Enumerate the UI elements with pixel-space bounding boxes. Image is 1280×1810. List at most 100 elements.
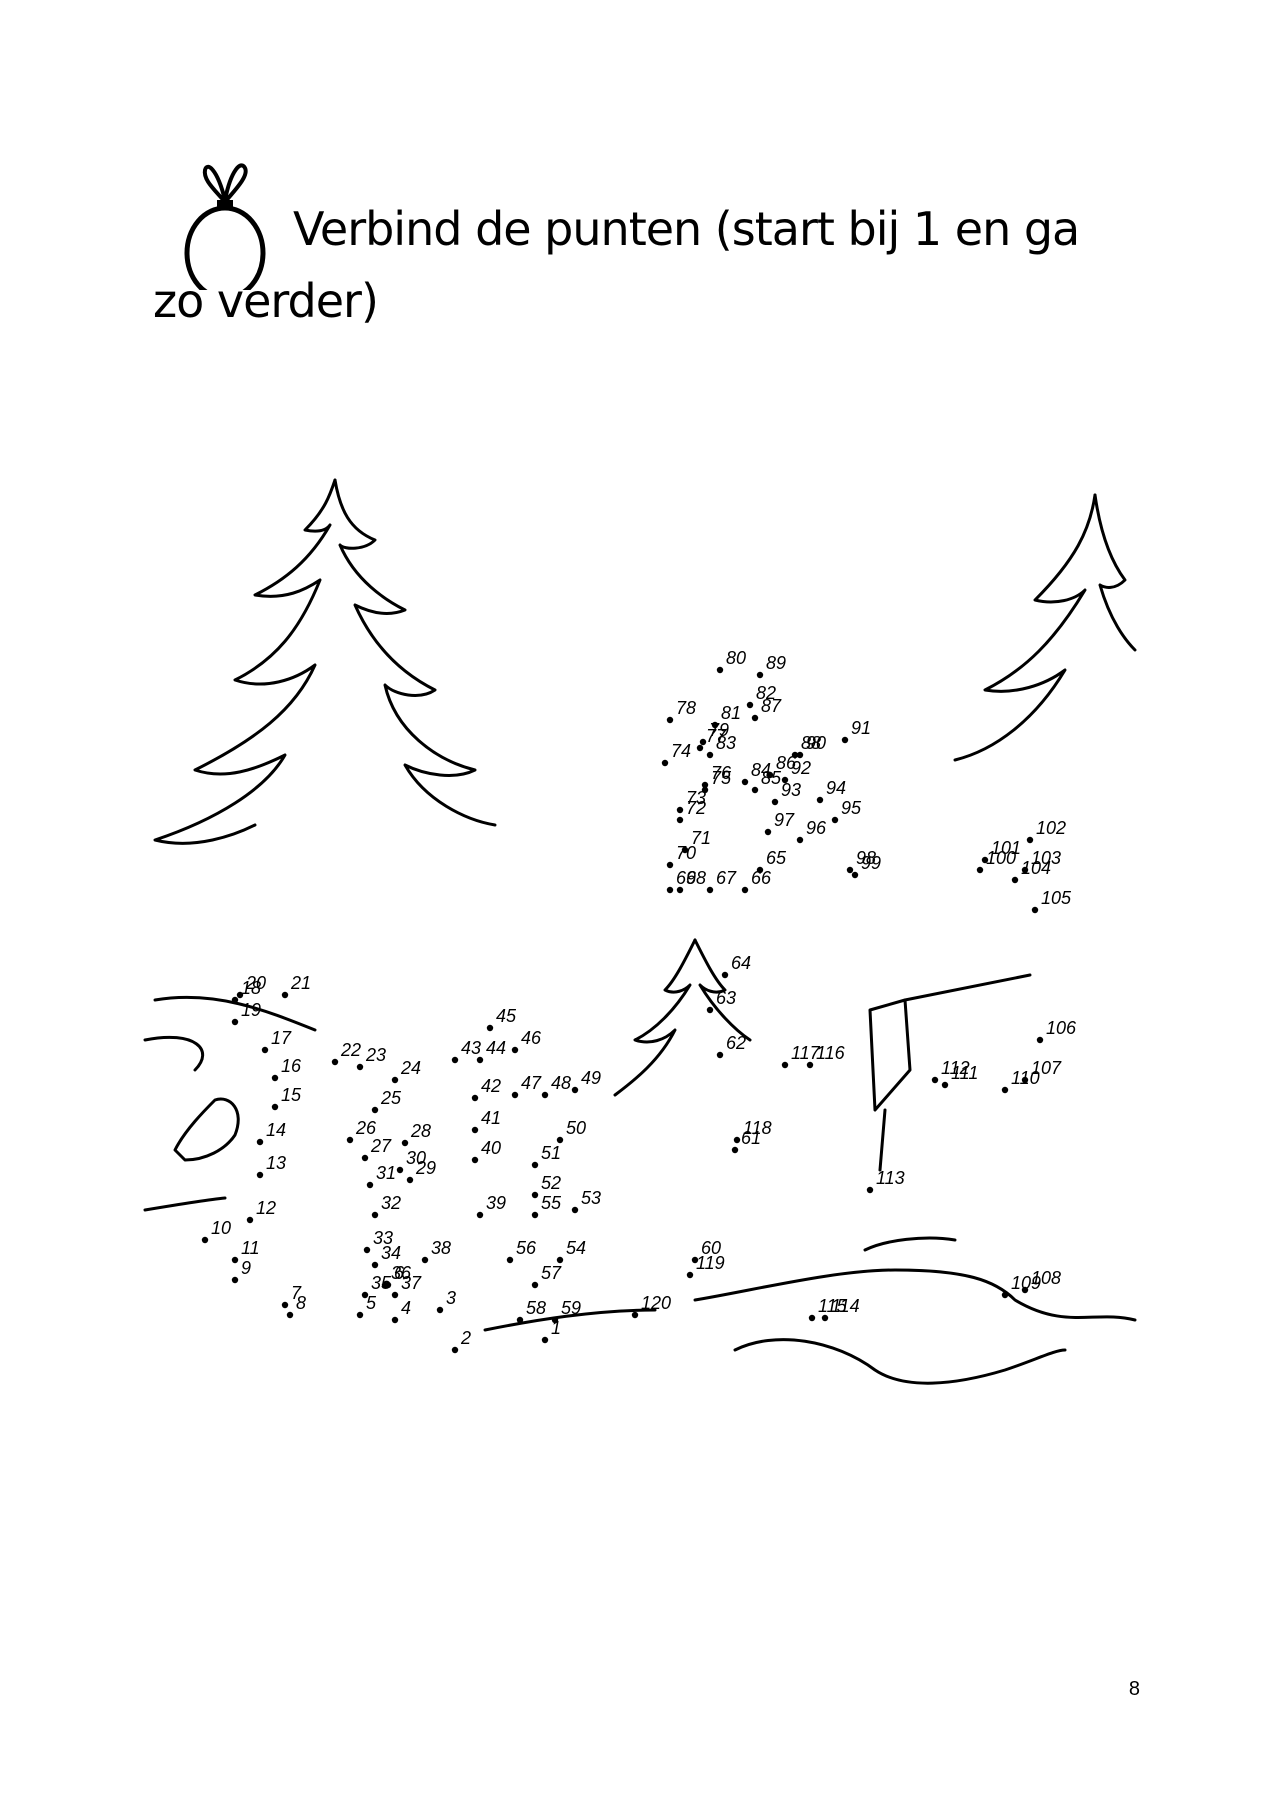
dot-label-78: 78: [676, 698, 696, 718]
dot-81: [711, 721, 719, 729]
dot-69: [666, 886, 674, 894]
dot-41: [471, 1126, 479, 1134]
dot-label-32: 32: [381, 1193, 401, 1213]
dot-94: [816, 796, 824, 804]
dot-24: [391, 1076, 399, 1084]
dot-label-85: 85: [761, 768, 782, 788]
dot-60: [691, 1256, 699, 1264]
dot-75: [701, 786, 709, 794]
dot-114: [821, 1314, 829, 1322]
dot-label-99: 99: [861, 853, 881, 873]
dot-label-120: 120: [641, 1293, 671, 1313]
dot-36: [381, 1281, 389, 1289]
dot-63: [706, 1006, 714, 1014]
dot-12: [246, 1216, 254, 1224]
dot-label-12: 12: [256, 1198, 276, 1218]
dot-label-72: 72: [686, 798, 706, 818]
dot-label-33: 33: [373, 1228, 393, 1248]
dot-85: [751, 786, 759, 794]
dot-92: [781, 776, 789, 784]
dot-57: [531, 1281, 539, 1289]
dot-14: [256, 1138, 264, 1146]
dot-label-28: 28: [410, 1121, 431, 1141]
dot-label-90: 90: [806, 733, 826, 753]
dot-label-84: 84: [751, 760, 771, 780]
dot-43: [451, 1056, 459, 1064]
dot-107: [1021, 1076, 1029, 1084]
dot-33: [363, 1246, 371, 1254]
dot-79: [699, 738, 707, 746]
dot-label-36: 36: [391, 1263, 412, 1283]
dot-label-27: 27: [370, 1136, 392, 1156]
dot-37: [391, 1291, 399, 1299]
dot-label-64: 64: [731, 953, 751, 973]
dot-84: [741, 778, 749, 786]
dot-label-82: 82: [756, 683, 776, 703]
dot-label-119: 119: [696, 1253, 725, 1273]
dot-58: [516, 1316, 524, 1324]
dot-89: [756, 671, 764, 679]
dot-label-50: 50: [566, 1118, 586, 1138]
dot-110: [1001, 1086, 1009, 1094]
dot-label-39: 39: [486, 1193, 506, 1213]
dot-label-17: 17: [271, 1028, 292, 1048]
dot-72: [676, 816, 684, 824]
dot-label-56: 56: [516, 1238, 537, 1258]
dot-102: [1026, 836, 1034, 844]
dot-34: [371, 1261, 379, 1269]
dot-19: [231, 1018, 239, 1026]
dot-label-13: 13: [266, 1153, 286, 1173]
dot-label-89: 89: [766, 653, 786, 673]
dot-label-11: 11: [241, 1238, 260, 1258]
dot-120: [631, 1311, 639, 1319]
dot-97: [764, 828, 772, 836]
dot-label-107: 107: [1031, 1058, 1062, 1078]
dot-label-40: 40: [481, 1138, 501, 1158]
dot-label-98: 98: [856, 848, 876, 868]
dot-99: [851, 871, 859, 879]
dot-52: [531, 1191, 539, 1199]
dot-label-38: 38: [431, 1238, 451, 1258]
dot-82: [746, 701, 754, 709]
dot-90: [796, 751, 804, 759]
dot-label-44: 44: [486, 1038, 506, 1058]
dot-101: [981, 856, 989, 864]
dot-label-54: 54: [566, 1238, 586, 1258]
dot-54: [556, 1256, 564, 1264]
dot-61: [731, 1146, 739, 1154]
dot-label-60: 60: [701, 1238, 721, 1258]
dot-label-68: 68: [686, 868, 706, 888]
dot-label-41: 41: [481, 1108, 501, 1128]
dot-109: [1001, 1291, 1009, 1299]
dot-40: [471, 1156, 479, 1164]
dot-11: [231, 1256, 239, 1264]
dot-62: [716, 1051, 724, 1059]
dot-label-25: 25: [380, 1088, 402, 1108]
dot-label-117: 117: [791, 1043, 821, 1063]
dot-108: [1021, 1286, 1029, 1294]
dot-label-47: 47: [521, 1073, 542, 1093]
dot-106: [1036, 1036, 1044, 1044]
dot-label-102: 102: [1036, 818, 1066, 838]
dot-67: [706, 886, 714, 894]
dot-label-106: 106: [1046, 1018, 1077, 1038]
dot-20: [236, 991, 244, 999]
dot-label-24: 24: [400, 1058, 421, 1078]
dot-23: [356, 1063, 364, 1071]
dot-label-35: 35: [371, 1273, 392, 1293]
dot-113: [866, 1186, 874, 1194]
dot-label-86: 86: [776, 753, 797, 773]
dot-39: [476, 1211, 484, 1219]
dot-label-69: 69: [676, 868, 696, 888]
dot-7: [281, 1301, 289, 1309]
dot-label-71: 71: [691, 828, 711, 848]
dot-label-76: 76: [711, 763, 732, 783]
dot-93: [771, 798, 779, 806]
dot-label-23: 23: [365, 1045, 386, 1065]
dot-55: [531, 1211, 539, 1219]
dot-label-5: 5: [366, 1293, 377, 1313]
dot-label-57: 57: [541, 1263, 562, 1283]
dot-label-16: 16: [281, 1056, 302, 1076]
dot-label-66: 66: [751, 868, 772, 888]
